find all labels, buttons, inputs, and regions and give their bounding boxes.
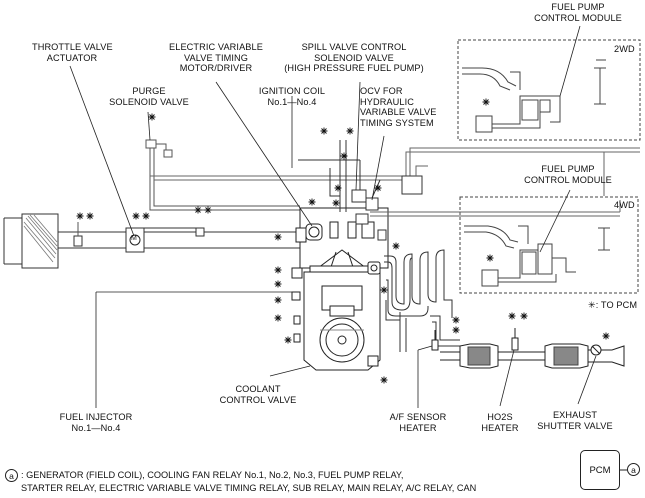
purge-line — [145, 139, 300, 211]
label-to-pcm-legend: ✳: TO PCM — [588, 300, 638, 310]
label-4wd: 4WD — [614, 200, 635, 210]
throttle-motor — [129, 234, 141, 246]
label-throttle-valve-actuator: THROTTLE VALVE ACTUATOR — [32, 42, 113, 63]
label-ho2s-heater: HO2S HEATER — [481, 412, 519, 433]
footnote-marker: a — [5, 469, 18, 482]
engine-top-parts — [298, 140, 387, 241]
pcm-marker: a — [627, 463, 640, 476]
pcm-asterisks — [76, 98, 610, 384]
label-ignition-coil: IGNITION COIL No.1—No.4 — [258, 86, 326, 107]
evap-lines — [150, 147, 640, 196]
pcm-box: PCM — [580, 450, 620, 490]
footnote-line-1: : GENERATOR (FIELD COIL), COOLING FAN RE… — [21, 470, 404, 480]
fuel-pump-module-4wd-box — [459, 196, 639, 294]
label-2wd: 2WD — [614, 44, 635, 54]
label-electric-vvt-motor: ELECTRIC VARIABLE VALVE TIMING MOTOR/DRI… — [169, 42, 263, 73]
label-fuel-injector: FUEL INJECTOR No.1—No.4 — [59, 412, 133, 433]
label-ocv: OCV FOR HYDRAULIC VARIABLE VALVE TIMING … — [360, 86, 437, 128]
engine — [291, 207, 389, 371]
label-exhaust-shutter-valve: EXHAUST SHUTTER VALVE — [537, 410, 613, 431]
fuel-lines — [370, 200, 621, 217]
label-spill-valve: SPILL VALVE CONTROL SOLENOID VALVE (HIGH… — [284, 42, 424, 73]
label-fuel-pump-module-mid: FUEL PUMP CONTROL MODULE — [524, 164, 612, 185]
footnote-line-2: STARTER RELAY, ELECTRIC VARIABLE VALVE T… — [21, 483, 477, 493]
throttle-motor-mark: M — [131, 235, 137, 242]
label-af-sensor-heater: A/F SENSOR HEATER — [389, 412, 447, 433]
fpcm-2wd-internals — [462, 59, 606, 133]
fuel-pump-module-2wd-box — [457, 39, 641, 141]
label-fuel-pump-module-top: FUEL PUMP CONTROL MODULE — [534, 2, 622, 23]
label-coolant-control-valve: COOLANT CONTROL VALVE — [219, 384, 297, 405]
label-purge-solenoid-valve: PURGE SOLENOID VALVE — [109, 86, 189, 107]
exhaust-manifold — [384, 249, 460, 352]
leader-lines — [69, 25, 597, 408]
exhaust-pipe — [431, 328, 625, 369]
fpcm-4wd-internals — [464, 225, 610, 287]
pcm-label: PCM — [589, 464, 611, 476]
